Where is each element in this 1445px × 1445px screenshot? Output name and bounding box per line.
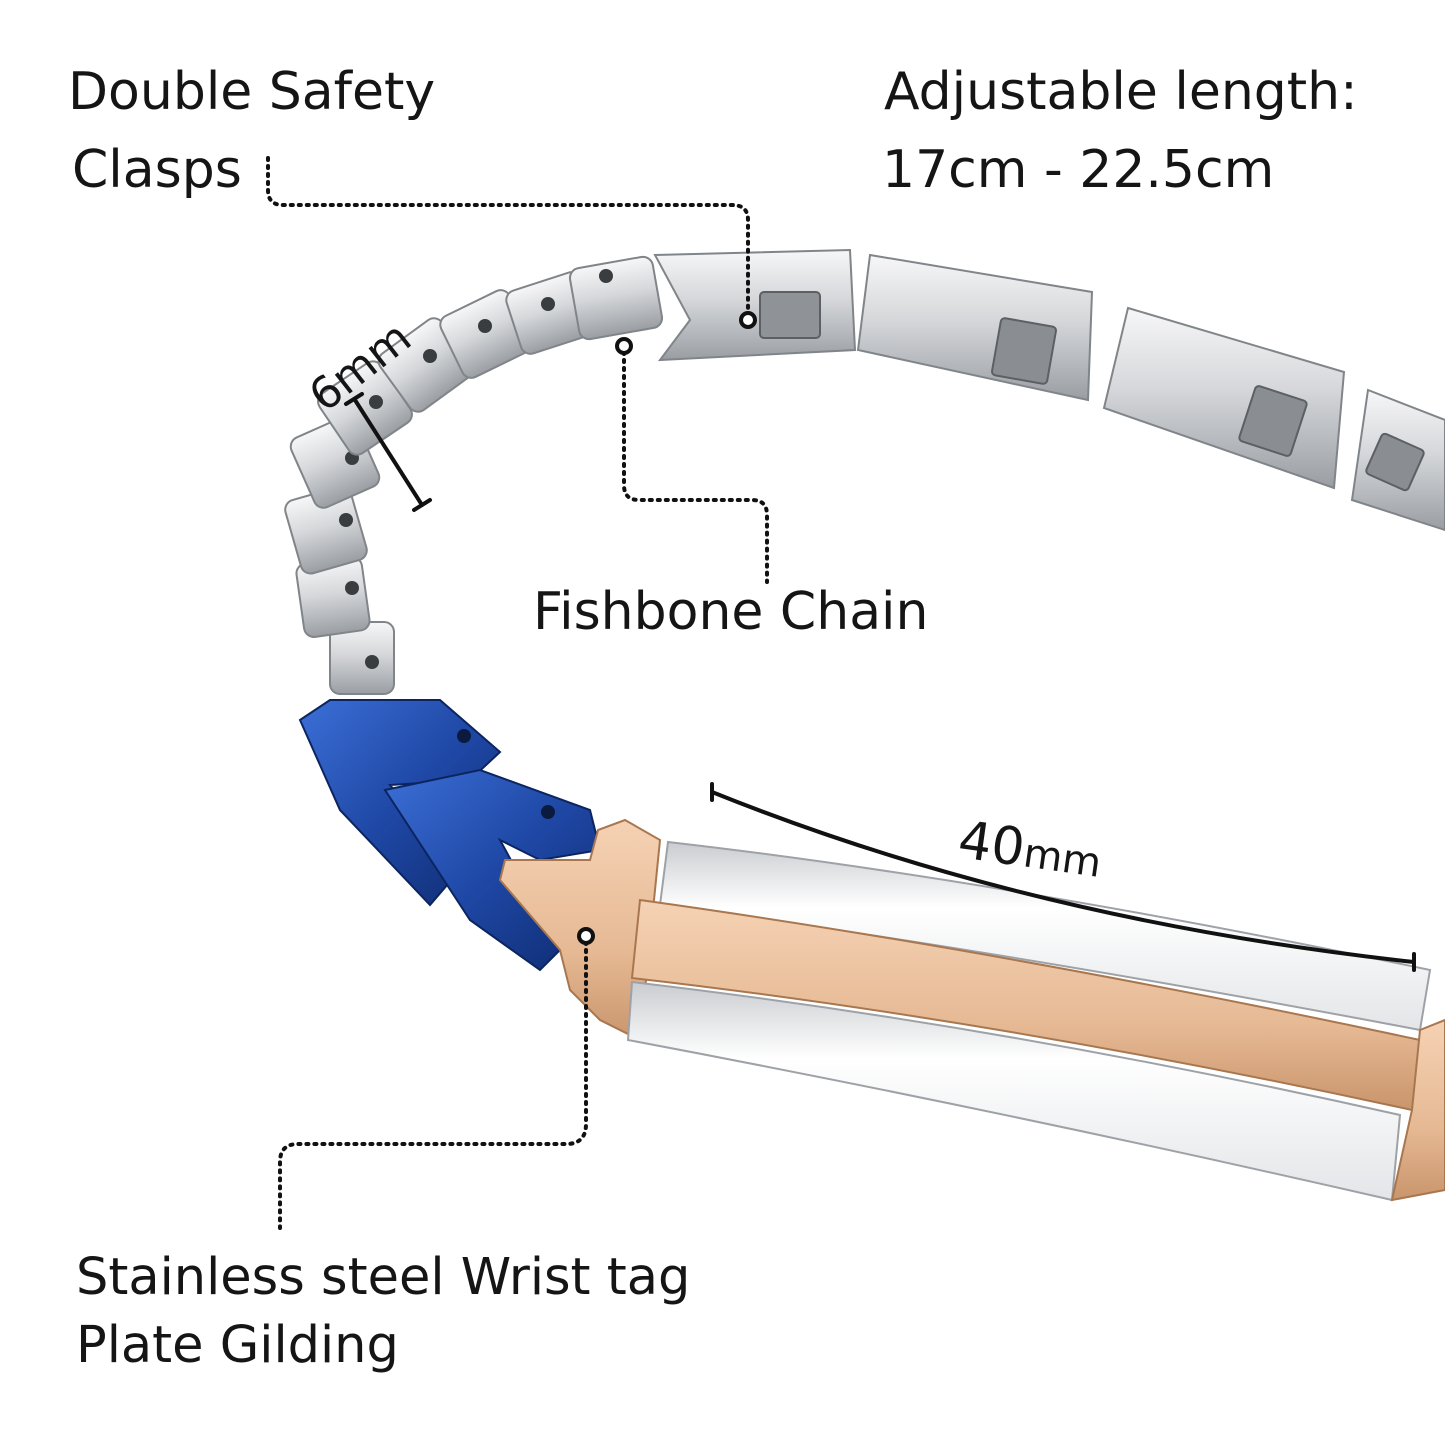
- chain-link: [568, 255, 664, 341]
- adjustable-link: [1102, 306, 1346, 490]
- wrist-tag: [498, 818, 1445, 1202]
- tag-callout-line: [278, 940, 588, 1230]
- callout-lines: [266, 156, 769, 1230]
- blue-link: [383, 768, 602, 972]
- clasp-body: [653, 248, 857, 362]
- clasp-callout-line: [266, 156, 750, 314]
- adjustable-clasp-links: [653, 248, 1445, 532]
- length-title-line-1: Adjustable length:: [884, 62, 1358, 122]
- length-range: 17cm - 22.5cm: [882, 140, 1275, 200]
- chain-link-rivet: [423, 349, 437, 363]
- chain-callout-point: [615, 337, 633, 355]
- blue-link-rivet: [457, 729, 471, 743]
- plate-length-value: 40: [954, 810, 1029, 879]
- clasp-title-line-2: Clasps: [72, 140, 242, 200]
- tag-label-line-1: Stainless steel Wrist tag: [76, 1248, 691, 1307]
- chain-callout-line: [622, 350, 769, 584]
- tag-label-line-2: Plate Gilding: [76, 1316, 399, 1375]
- adjustable-link: [856, 253, 1094, 402]
- length-dimension-arc: [710, 790, 1416, 964]
- chain-link-rivet: [339, 513, 353, 527]
- dimension-markers: [344, 392, 1416, 972]
- plate-length-unit: mm: [1020, 830, 1105, 887]
- chain-link-rivet: [478, 319, 492, 333]
- width-dimension-line: [353, 398, 424, 507]
- clasp-title-line-1: Double Safety: [68, 62, 436, 122]
- chain-link-rivet: [369, 395, 383, 409]
- adjustable-link-slot: [1238, 385, 1308, 457]
- wrist-tag-right-end: [1390, 1018, 1445, 1202]
- callout-points: [577, 311, 757, 945]
- clasp-hinge: [759, 291, 821, 339]
- width-dimension-tick: [344, 392, 364, 406]
- blue-links: [298, 699, 602, 972]
- chain-link-rivet: [345, 581, 359, 595]
- clasp-callout-point: [739, 311, 757, 329]
- width-dimension-tick: [412, 498, 432, 512]
- chain-label: Fishbone Chain: [533, 582, 929, 642]
- adjustable-link-slot: [991, 317, 1057, 385]
- chain-link-rivet: [365, 655, 379, 669]
- tag-callout-point: [577, 927, 595, 945]
- adjustable-link-slot: [1365, 432, 1425, 492]
- chain-link-rivet: [541, 297, 555, 311]
- fishbone-chain: [284, 255, 664, 695]
- blue-link-rivet: [541, 805, 555, 819]
- chain-link-rivet: [599, 269, 613, 283]
